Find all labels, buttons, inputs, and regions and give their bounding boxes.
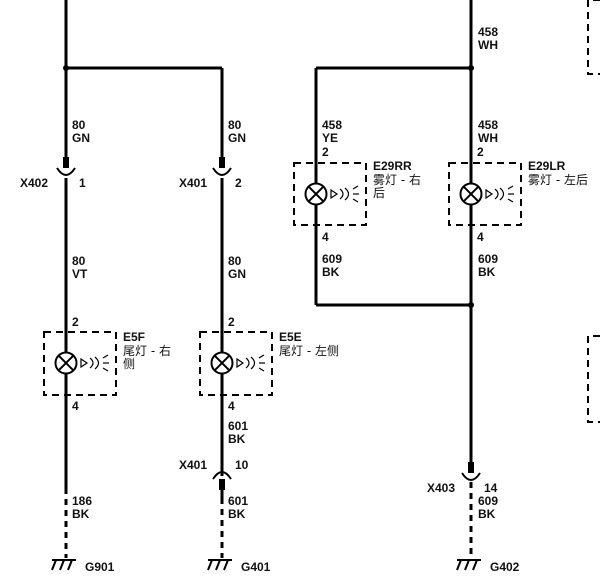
connector-x403-name: X403	[427, 481, 455, 495]
wire-number: 458	[478, 25, 498, 39]
lamp-e5e-name: 尾灯 - 左侧	[279, 343, 339, 358]
wire-number: 601	[228, 419, 248, 433]
lamp-e29rr: 2 4 E29RR 雾灯 - 右 后	[293, 145, 421, 244]
wire-color: BK	[322, 265, 340, 279]
wire-color: BK	[478, 265, 496, 279]
connector-x401-name: X401	[179, 176, 207, 190]
lamp-e5f-code: E5F	[123, 330, 145, 344]
wires	[63, 0, 474, 558]
wire-color: YE	[322, 131, 338, 145]
wire-number: 458	[478, 118, 498, 132]
splice-dot	[468, 65, 474, 71]
lamp-e5f-name: 尾灯 - 右	[123, 343, 171, 358]
wire-color: BK	[72, 507, 90, 521]
wire-number: 609	[322, 252, 342, 266]
wire-number: 186	[72, 494, 92, 508]
lamp-e5f: 2 4 E5F 尾灯 - 右 侧	[43, 315, 171, 413]
lamp-e5e-box	[199, 331, 273, 396]
lamp-e29lr-box	[448, 162, 522, 226]
ground-g401-label: G401	[241, 560, 271, 574]
wire-number: 80	[228, 254, 242, 268]
wire-color: BK	[228, 432, 246, 446]
connector-x403: X403 14	[427, 462, 498, 495]
ground-icon	[456, 559, 482, 571]
wire-number: 80	[72, 118, 86, 132]
lamp-e5e-pin-bottom: 4	[228, 399, 235, 413]
lamp-e5f-box	[43, 331, 117, 396]
connector-x402-name: X402	[20, 176, 48, 190]
ground-g402: G402	[456, 559, 520, 574]
ground-g901-label: G901	[85, 560, 115, 574]
wire-color: BK	[228, 507, 246, 521]
connector-x401-10-name: X401	[179, 458, 207, 472]
lamp-e29rr-box	[293, 162, 367, 226]
wire-number: 601	[228, 494, 248, 508]
lamp-e29rr-pin-top: 2	[322, 145, 329, 159]
connector-x401-2: X401 2	[179, 157, 242, 190]
lamp-e5e-code: E5E	[279, 330, 302, 344]
wire-number: 458	[322, 118, 342, 132]
lamp-e29lr-code: E29LR	[528, 159, 566, 173]
lamp-e29rr-name-cont: 后	[373, 186, 385, 200]
ground-g402-label: G402	[490, 560, 520, 574]
wire-color: GN	[228, 131, 246, 145]
lamp-e5f-pin-bottom: 4	[72, 399, 79, 413]
wire-number: 80	[228, 118, 242, 132]
connector-x401-pin: 2	[235, 176, 242, 190]
lamp-e29rr-pin-bottom: 4	[322, 230, 329, 244]
partial-box-top-right	[587, 0, 600, 75]
lamp-bulb-icon	[304, 182, 360, 206]
ground-g901: G901	[51, 559, 115, 574]
lamp-e5f-pin-top: 2	[72, 315, 79, 329]
wire-number: 609	[478, 252, 498, 266]
wire-color: WH	[478, 38, 498, 52]
wire-labels: 458 WH 458 YE 458 WH 609 BK 609 BK 80 GN…	[72, 25, 498, 521]
offscreen-component-boxes	[587, 0, 600, 423]
ground-icon	[207, 559, 233, 571]
lamp-e5f-name-cont: 侧	[123, 357, 135, 371]
wire-color: GN	[228, 267, 246, 281]
lamp-e29lr-name: 雾灯 - 左后	[528, 172, 588, 187]
connector-x401-10-pin: 10	[235, 458, 249, 472]
lamp-e5e-pin-top: 2	[228, 315, 235, 329]
connector-x401-10: X401 10	[179, 458, 249, 490]
wire-color: VT	[72, 267, 88, 281]
wire-number: 80	[72, 254, 86, 268]
wire-number: 609	[478, 494, 498, 508]
ground-g401: G401	[207, 559, 271, 574]
lamp-e29rr-code: E29RR	[373, 159, 412, 173]
wire-color: GN	[72, 131, 90, 145]
lamp-bulb-icon	[459, 182, 515, 206]
connector-x403-pin: 14	[484, 481, 498, 495]
connector-x402: X402 1	[20, 157, 86, 190]
lamp-e29lr: 2 4 E29LR 雾灯 - 左后	[448, 145, 588, 244]
connector-x402-pin: 1	[79, 176, 86, 190]
wire-color: BK	[478, 507, 496, 521]
ground-icon	[51, 559, 77, 571]
splice-dot	[468, 302, 474, 308]
wire-color: WH	[478, 131, 498, 145]
lamp-bulb-icon	[210, 351, 266, 375]
splice-dot	[63, 65, 69, 71]
lamp-bulb-icon	[54, 351, 110, 375]
lamp-e29rr-name: 雾灯 - 右	[373, 172, 421, 187]
partial-box-mid-right	[587, 335, 600, 423]
lamp-e5e: 2 4 E5E 尾灯 - 左侧	[199, 315, 339, 413]
lamp-e29lr-pin-bottom: 4	[477, 230, 484, 244]
lamp-e29lr-pin-top: 2	[477, 145, 484, 159]
